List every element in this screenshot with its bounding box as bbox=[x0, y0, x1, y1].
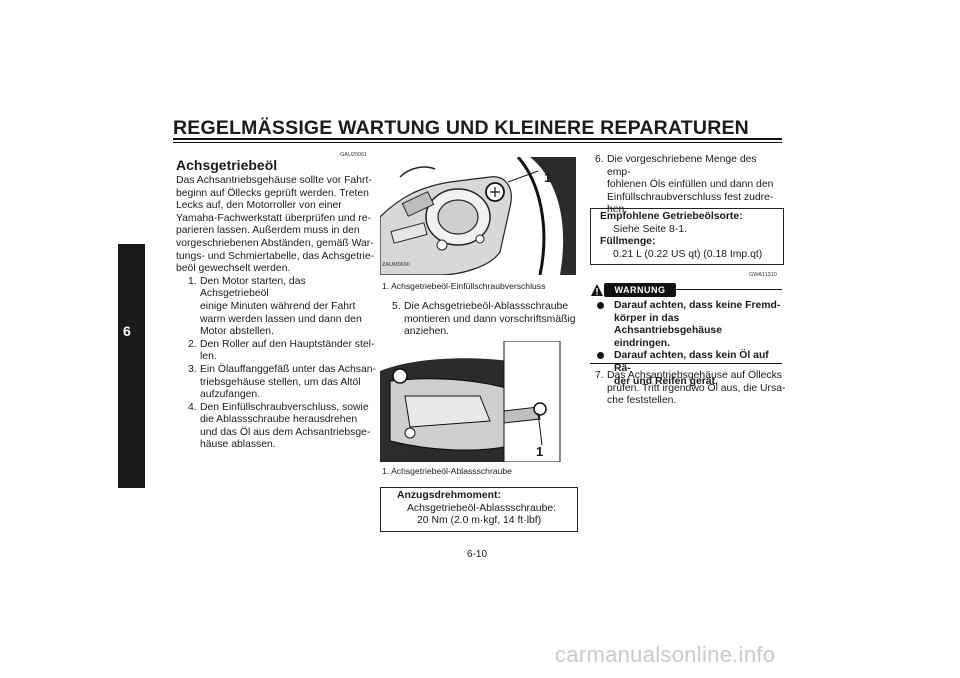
warning-triangle-icon bbox=[591, 284, 603, 296]
section-title: Achsgetriebeöl bbox=[176, 157, 278, 173]
page-number: 6-10 bbox=[467, 549, 488, 560]
warning-label-bg: WARNUNG bbox=[604, 283, 676, 297]
bullet-line: eindringen. bbox=[614, 337, 670, 349]
warning-bullet: Darauf achten, dass kein Öl auf Rä- der … bbox=[590, 350, 785, 388]
warning-rule-bottom bbox=[590, 363, 782, 364]
intro-line: beginn auf Öllecks geprüft werden. Trete… bbox=[176, 187, 369, 199]
figure1-code: ZAUM0690 bbox=[382, 262, 410, 268]
step-line: Einfüllschraubverschluss fest zudre- bbox=[607, 191, 774, 203]
step-number: 1. bbox=[188, 275, 197, 287]
intro-line: vorgeschriebenen Abständen, gemäß War- bbox=[176, 237, 374, 249]
spec-heading: Empfohlene Getriebeölsorte: bbox=[600, 211, 743, 222]
step-line: triebsgehäuse stellen, um das Altöl bbox=[200, 376, 361, 388]
intro-line: tungs- und Schmiertabelle, das Achsgetri… bbox=[176, 250, 375, 262]
step-line: einige Minuten während der Fahrt bbox=[200, 300, 356, 312]
figure1-callout: 1 bbox=[544, 170, 552, 185]
bullet-dot-icon bbox=[597, 302, 604, 309]
section-code: GAU20061 bbox=[340, 152, 368, 158]
step-number: 3. bbox=[188, 363, 197, 375]
chapter-number: 6 bbox=[123, 323, 131, 339]
warning-code: GWA11310 bbox=[749, 272, 777, 278]
right-step-7: 7. Das Achsantriebsgehäuse auf Öllecks p… bbox=[583, 370, 788, 408]
figure1-caption: 1. Achsgetriebeöl-Einfüllschraubverschlu… bbox=[382, 281, 546, 291]
step-line: len. bbox=[200, 351, 217, 363]
figure2-callout: 1 bbox=[536, 444, 544, 459]
intro-line: parieren lassen. Außerdem muss in den bbox=[176, 225, 360, 237]
drain-bolt-illustration bbox=[380, 340, 576, 463]
spec-value-1: Siehe Seite 8-1. bbox=[613, 223, 687, 235]
bullet-dot-icon bbox=[597, 352, 604, 360]
step-line: Die vorgeschriebene Menge des emp- bbox=[607, 154, 757, 178]
step-line: Ein Ölauffanggefäß unter das Achsan- bbox=[200, 363, 376, 375]
step-line: Den Roller auf den Hauptständer stel- bbox=[200, 338, 375, 350]
step-line: anziehen. bbox=[404, 326, 450, 338]
spec-box: Empfohlene Getriebeölsorte: Siehe Seite … bbox=[590, 208, 784, 265]
step-line: Das Achsantriebsgehäuse auf Öllecks bbox=[607, 370, 783, 381]
step-3: 3. Ein Ölauffanggefäß unter das Achsan- … bbox=[176, 364, 376, 402]
step-number: 7. bbox=[595, 370, 604, 381]
middle-step-5: 5. Die Achsgetriebeöl-Ablassschraube mon… bbox=[380, 301, 580, 339]
bullet-line: Darauf achten, dass keine Fremd- bbox=[614, 300, 781, 311]
figure-filler-cap bbox=[379, 156, 576, 276]
step-line: montieren und dann vorschriftsmäßig bbox=[404, 313, 576, 325]
step-1: 1. Den Motor starten, das Achsgetriebeöl… bbox=[176, 276, 376, 339]
torque-box: Anzugsdrehmoment: Achsgetriebeöl-Ablasss… bbox=[380, 487, 578, 532]
step-line: und das Öl aus dem Achsantriebsge- bbox=[200, 426, 371, 438]
step-line: Motor abstellen. bbox=[200, 326, 274, 338]
filler-cap-illustration bbox=[379, 156, 576, 276]
step-number: 6. bbox=[595, 154, 604, 165]
chapter-tab bbox=[118, 244, 145, 488]
intro-line: Lecks auf, den Motorroller von einer bbox=[176, 200, 342, 212]
warning-label: WARNUNG bbox=[614, 285, 666, 295]
figure-drain-bolt bbox=[380, 340, 576, 463]
step-line: die Ablassschraube herausdrehen bbox=[200, 414, 358, 426]
title-rule-thick bbox=[173, 138, 782, 140]
bullet-line: Darauf achten, dass kein Öl auf Rä- bbox=[614, 350, 769, 374]
torque-heading: Anzugsdrehmoment: bbox=[397, 490, 501, 501]
step-line: fohlenen Öls einfüllen und dann den bbox=[607, 179, 774, 191]
step-line: che feststellen. bbox=[607, 395, 677, 407]
step-line: hen. bbox=[607, 204, 628, 216]
spec-value-2: 0.21 L (0.22 US qt) (0.18 Imp.qt) bbox=[613, 248, 763, 260]
bullet-line: körper in das Achsantriebsgehäuse bbox=[614, 312, 722, 337]
step-line: Die Achsgetriebeöl-Ablassschraube bbox=[404, 301, 569, 312]
spec-label-2: Füllmenge: bbox=[600, 236, 656, 248]
torque-line-1: Achsgetriebeöl-Ablassschraube: bbox=[407, 502, 557, 514]
step-7: 7. Das Achsantriebsgehäuse auf Öllecks p… bbox=[583, 370, 788, 408]
step-2: 2. Den Roller auf den Hauptständer stel-… bbox=[176, 339, 376, 364]
step-6: 6. Die vorgeschriebene Menge des emp- fo… bbox=[583, 154, 783, 217]
step-line: aufzufangen. bbox=[200, 389, 261, 401]
watermark: carmanualsonline.info bbox=[555, 642, 776, 667]
step-5: 5. Die Achsgetriebeöl-Ablassschraube mon… bbox=[380, 301, 580, 339]
warning-rule-top bbox=[676, 289, 782, 290]
right-step-6: 6. Die vorgeschriebene Menge des emp- fo… bbox=[583, 154, 783, 217]
step-number: 4. bbox=[188, 401, 197, 413]
step-4: 4. Den Einfüllschraubverschluss, sowie d… bbox=[176, 402, 376, 452]
intro-paragraph: Das Achsantriebsgehäuse sollte vor Fahrt… bbox=[176, 175, 376, 276]
torque-line-2: 20 Nm (2.0 m·kgf, 14 ft·lbf) bbox=[417, 515, 542, 527]
intro-line: Yamaha-Fachwerkstatt überprüfen und re- bbox=[176, 212, 372, 224]
step-line: häuse ablassen. bbox=[200, 439, 276, 451]
step-number: 2. bbox=[188, 338, 197, 350]
step-line: Den Einfüllschraubverschluss, sowie bbox=[200, 401, 369, 413]
bullet-line: der und Reifen gerät. bbox=[614, 375, 718, 387]
warning-bullet: Darauf achten, dass keine Fremd- körper … bbox=[590, 300, 785, 350]
step-line: prüfen. Tritt irgendwo Öl aus, die Ursa- bbox=[607, 382, 786, 394]
warning-bullets: Darauf achten, dass keine Fremd- körper … bbox=[590, 300, 785, 388]
step-line: warm werden lassen und dann den bbox=[200, 313, 362, 325]
left-column: Das Achsantriebsgehäuse sollte vor Fahrt… bbox=[176, 175, 376, 452]
intro-line: beöl gewechselt werden. bbox=[176, 263, 291, 275]
step-number: 5. bbox=[392, 301, 401, 312]
warning-badge: WARNUNG bbox=[590, 283, 676, 297]
page-title: REGELMÄSSIGE WARTUNG UND KLEINERE REPARA… bbox=[173, 117, 749, 139]
figure2-code: ZAUM0700 bbox=[382, 451, 410, 457]
intro-line: Das Achsantriebsgehäuse sollte vor Fahrt… bbox=[176, 175, 372, 186]
figure2-caption: 1. Achsgetriebeöl-Ablassschraube bbox=[382, 466, 512, 476]
title-rule-thin bbox=[173, 142, 782, 143]
step-line: Den Motor starten, das Achsgetriebeöl bbox=[200, 275, 306, 300]
